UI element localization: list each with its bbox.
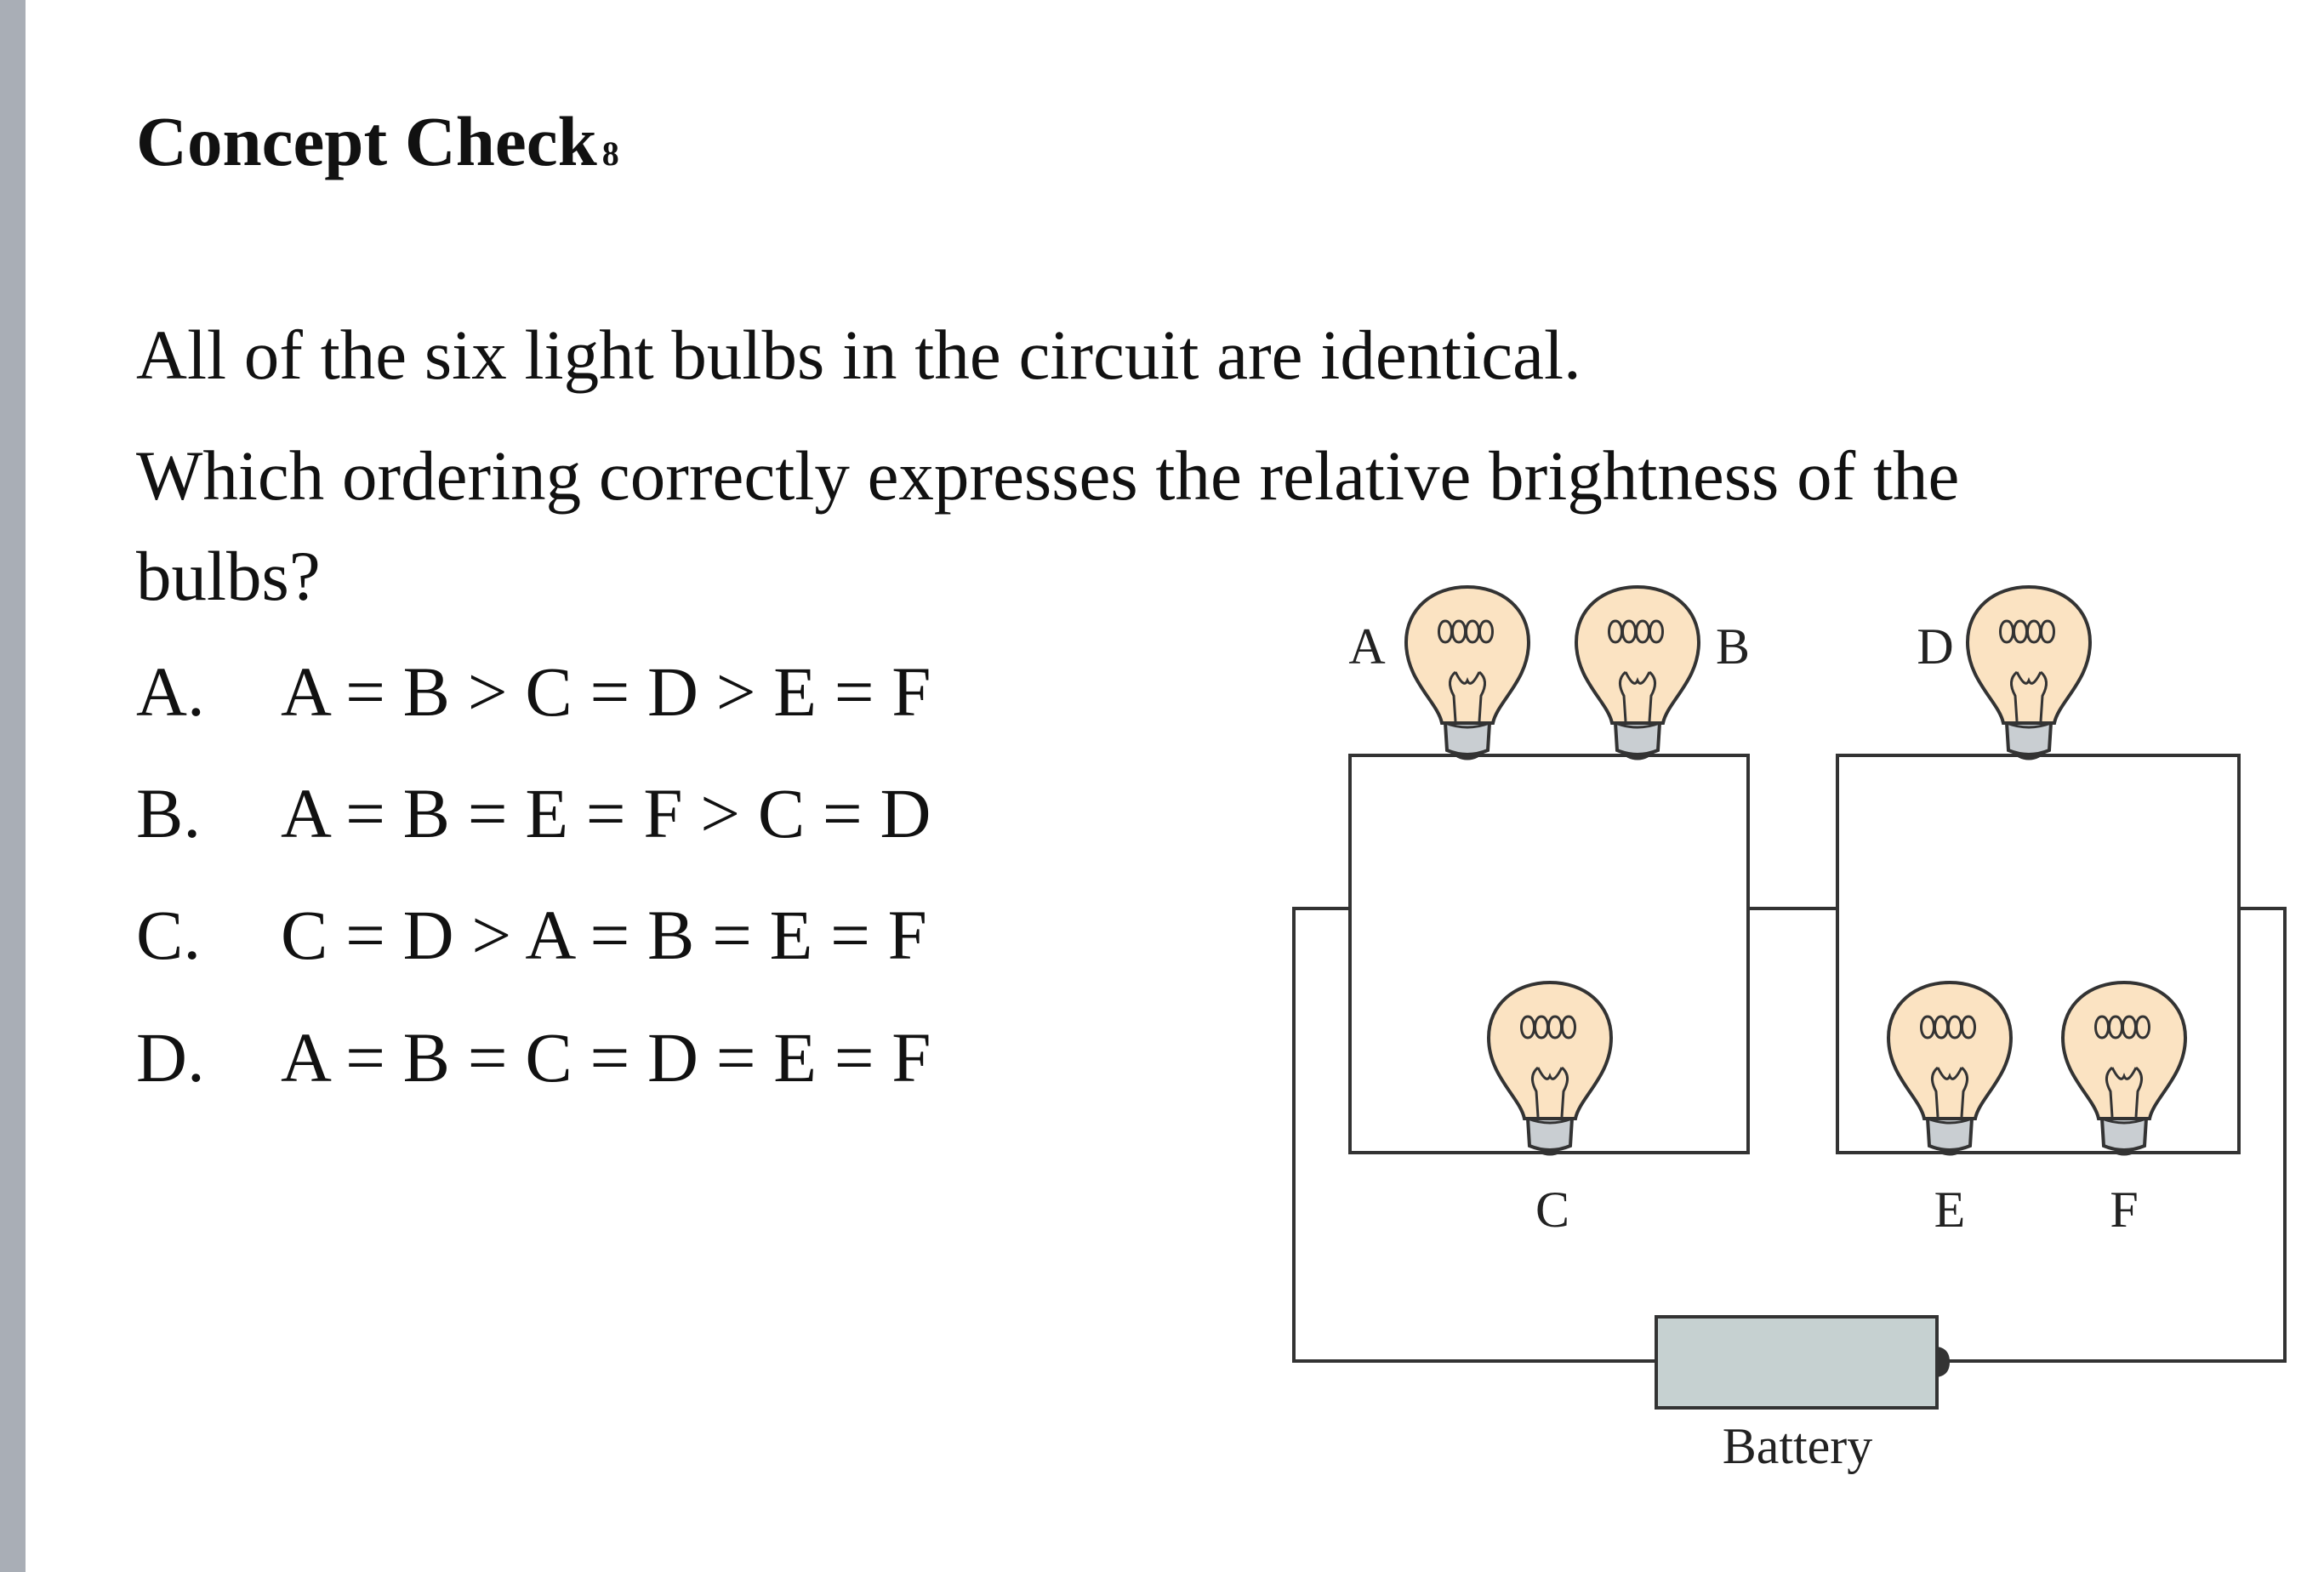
wire-left-to-battery bbox=[1292, 907, 1656, 1363]
option-text: C = D > A = B = E = F bbox=[281, 896, 927, 974]
option-letter: C. bbox=[136, 896, 202, 974]
bulb-d-icon bbox=[1966, 585, 2092, 760]
answer-option-c[interactable]: C.C = D > A = B = E = F bbox=[136, 900, 927, 971]
bulb-a-icon bbox=[1404, 585, 1530, 760]
question-paragraph-1: All of the six light bulbs in the circui… bbox=[136, 316, 1581, 394]
bulb-label-d: D bbox=[1917, 618, 1953, 675]
option-text: A = B = E = F > C = D bbox=[281, 774, 931, 852]
option-letter: A. bbox=[136, 652, 205, 731]
wire-right-to-battery bbox=[1941, 907, 2287, 1363]
slide-number: 8 bbox=[601, 134, 619, 173]
option-letter: D. bbox=[136, 1018, 205, 1096]
bulb-c-icon bbox=[1487, 981, 1613, 1156]
question-paragraph-2-line-1: Which ordering correctly expresses the r… bbox=[136, 436, 1960, 515]
left-sidebar-bar bbox=[0, 0, 26, 1572]
bulb-label-a: A bbox=[1348, 618, 1385, 675]
bulb-label-e: E bbox=[1934, 1182, 1966, 1238]
bulb-f-icon bbox=[2061, 981, 2187, 1156]
question-paragraph-2-line-2: bulbs? bbox=[136, 537, 321, 615]
bulb-label-b: B bbox=[1716, 618, 1750, 675]
right-loop-wire bbox=[1836, 754, 2241, 1154]
battery bbox=[1655, 1315, 1950, 1410]
answer-option-b[interactable]: B.A = B = E = F > C = D bbox=[136, 778, 931, 849]
bulb-e-icon bbox=[1887, 981, 2013, 1156]
option-text: A = B > C = D > E = F bbox=[281, 652, 931, 731]
answer-option-a[interactable]: A.A = B > C = D > E = F bbox=[136, 657, 931, 727]
option-letter: B. bbox=[136, 774, 202, 852]
option-text: A = B = C = D = E = F bbox=[281, 1018, 931, 1096]
bulb-label-c: C bbox=[1535, 1182, 1569, 1238]
slide-title-text: Concept Check bbox=[136, 102, 597, 180]
bulb-b-icon bbox=[1575, 585, 1700, 760]
answer-option-d[interactable]: D.A = B = C = D = E = F bbox=[136, 1022, 931, 1093]
bulb-label-f: F bbox=[2110, 1182, 2138, 1238]
battery-label: Battery bbox=[1723, 1418, 1873, 1474]
